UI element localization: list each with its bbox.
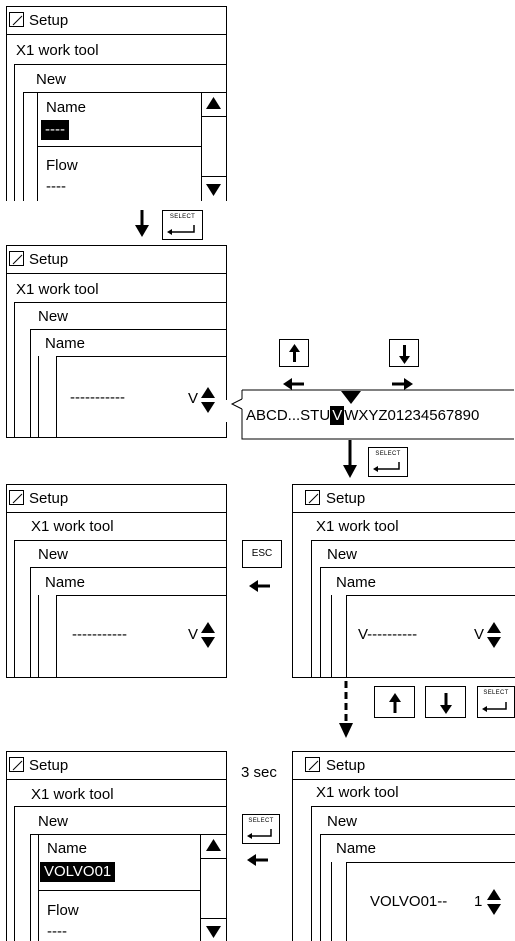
menu-new-label: New	[327, 813, 358, 830]
name-entry-text[interactable]: -----------	[70, 389, 125, 406]
enter-icon	[482, 702, 507, 712]
enter-icon	[167, 225, 195, 235]
select-key-label: SELECT	[169, 214, 196, 220]
up-arrow-icon	[389, 693, 401, 713]
down-arrow-icon	[399, 345, 410, 364]
select-key-label: SELECT	[375, 451, 401, 457]
up-key[interactable]	[374, 686, 415, 718]
field-name-value[interactable]: VOLVO01	[40, 862, 116, 882]
field-name-label: Name	[336, 840, 377, 857]
menu-setup-label: Setup	[29, 251, 69, 268]
up-down-arrows-icon[interactable]	[200, 385, 216, 417]
current-char: V	[474, 626, 485, 643]
right-arrow-icon	[392, 378, 413, 390]
field-name-label: Name	[336, 574, 377, 591]
close-x-icon[interactable]	[305, 757, 320, 772]
current-char: 1	[474, 893, 483, 910]
enter-icon	[373, 462, 400, 472]
current-char: V	[188, 390, 199, 407]
field-flow-label: Flow	[47, 902, 79, 919]
scroll-down-icon	[206, 184, 221, 196]
menu-new-label: New	[38, 546, 69, 563]
menu-setup-label: Setup	[29, 12, 69, 29]
down-key[interactable]	[389, 339, 419, 367]
menu-setup-label: Setup	[29, 490, 69, 507]
scroll-down-icon	[206, 926, 221, 938]
scrollbar[interactable]	[201, 92, 226, 201]
field-name-label: Name	[46, 99, 87, 116]
flow-arrow-down-2-icon	[343, 440, 357, 478]
selection-pointer-icon	[341, 391, 361, 404]
close-x-icon[interactable]	[9, 12, 24, 27]
up-arrow-icon	[289, 344, 300, 362]
menu-setup-label: Setup	[326, 757, 366, 774]
menu-work-tool-label: X1 work tool	[316, 518, 399, 535]
name-entry-text[interactable]: V----------	[358, 626, 418, 643]
field-flow-value: ----	[47, 923, 67, 940]
char-strip-callout	[230, 389, 514, 440]
menu-work-tool-label: X1 work tool	[316, 784, 399, 801]
field-name-label: Name	[45, 335, 86, 352]
menu-new-label: New	[36, 71, 67, 88]
left-arrow-icon	[247, 854, 268, 866]
enter-icon	[247, 829, 272, 839]
hold-time-label: 3 sec	[241, 764, 277, 781]
select-key-2[interactable]: SELECT	[368, 447, 408, 477]
down-arrow-icon	[440, 693, 452, 714]
up-down-arrows-icon[interactable]	[486, 620, 502, 652]
flow-arrow-dashed-icon	[339, 681, 353, 738]
down-key[interactable]	[425, 686, 466, 718]
close-x-icon[interactable]	[9, 251, 24, 266]
left-arrow-icon	[283, 378, 304, 390]
menu-setup-label: Setup	[29, 757, 69, 774]
select-key-1[interactable]: SELECT	[162, 210, 203, 240]
menu-new-label: New	[38, 308, 69, 325]
menu-work-tool-label: X1 work tool	[16, 42, 99, 59]
menu-work-tool-label: X1 work tool	[16, 281, 99, 298]
char-strip-before: ABCD...STU	[246, 407, 331, 424]
flow-arrow-down-1-icon	[135, 210, 149, 237]
select-key-label: SELECT	[483, 690, 509, 696]
up-key[interactable]	[279, 339, 309, 367]
menu-work-tool-label: X1 work tool	[31, 786, 114, 803]
menu-new-label: New	[38, 813, 69, 830]
menu-new-label: New	[327, 546, 358, 563]
char-strip-after: WXYZ01234567890	[344, 407, 480, 424]
close-x-icon[interactable]	[9, 490, 24, 505]
select-key-label: SELECT	[248, 818, 274, 824]
field-name-value[interactable]: ----	[41, 120, 69, 140]
close-x-icon[interactable]	[305, 490, 320, 505]
esc-key[interactable]: ESC	[242, 540, 282, 568]
field-name-label: Name	[47, 840, 88, 857]
scroll-up-icon	[206, 97, 221, 109]
scroll-up-icon	[206, 839, 221, 851]
select-key-4[interactable]: SELECT	[242, 814, 280, 844]
scrollbar[interactable]	[200, 834, 227, 941]
field-name-label: Name	[45, 574, 86, 591]
name-entry-text[interactable]: VOLVO01--	[370, 893, 448, 910]
field-flow-label: Flow	[46, 157, 78, 174]
left-arrow-icon	[249, 580, 270, 592]
up-down-arrows-icon[interactable]	[200, 620, 216, 652]
close-x-icon[interactable]	[9, 757, 24, 772]
field-flow-value: ----	[46, 178, 66, 195]
current-char: V	[188, 626, 199, 643]
select-key-3[interactable]: SELECT	[477, 686, 515, 718]
name-entry-text[interactable]: -----------	[72, 626, 127, 643]
menu-work-tool-label: X1 work tool	[31, 518, 114, 535]
menu-setup-label: Setup	[326, 490, 366, 507]
char-strip-selected: V	[330, 406, 345, 425]
up-down-arrows-icon[interactable]	[486, 887, 502, 919]
